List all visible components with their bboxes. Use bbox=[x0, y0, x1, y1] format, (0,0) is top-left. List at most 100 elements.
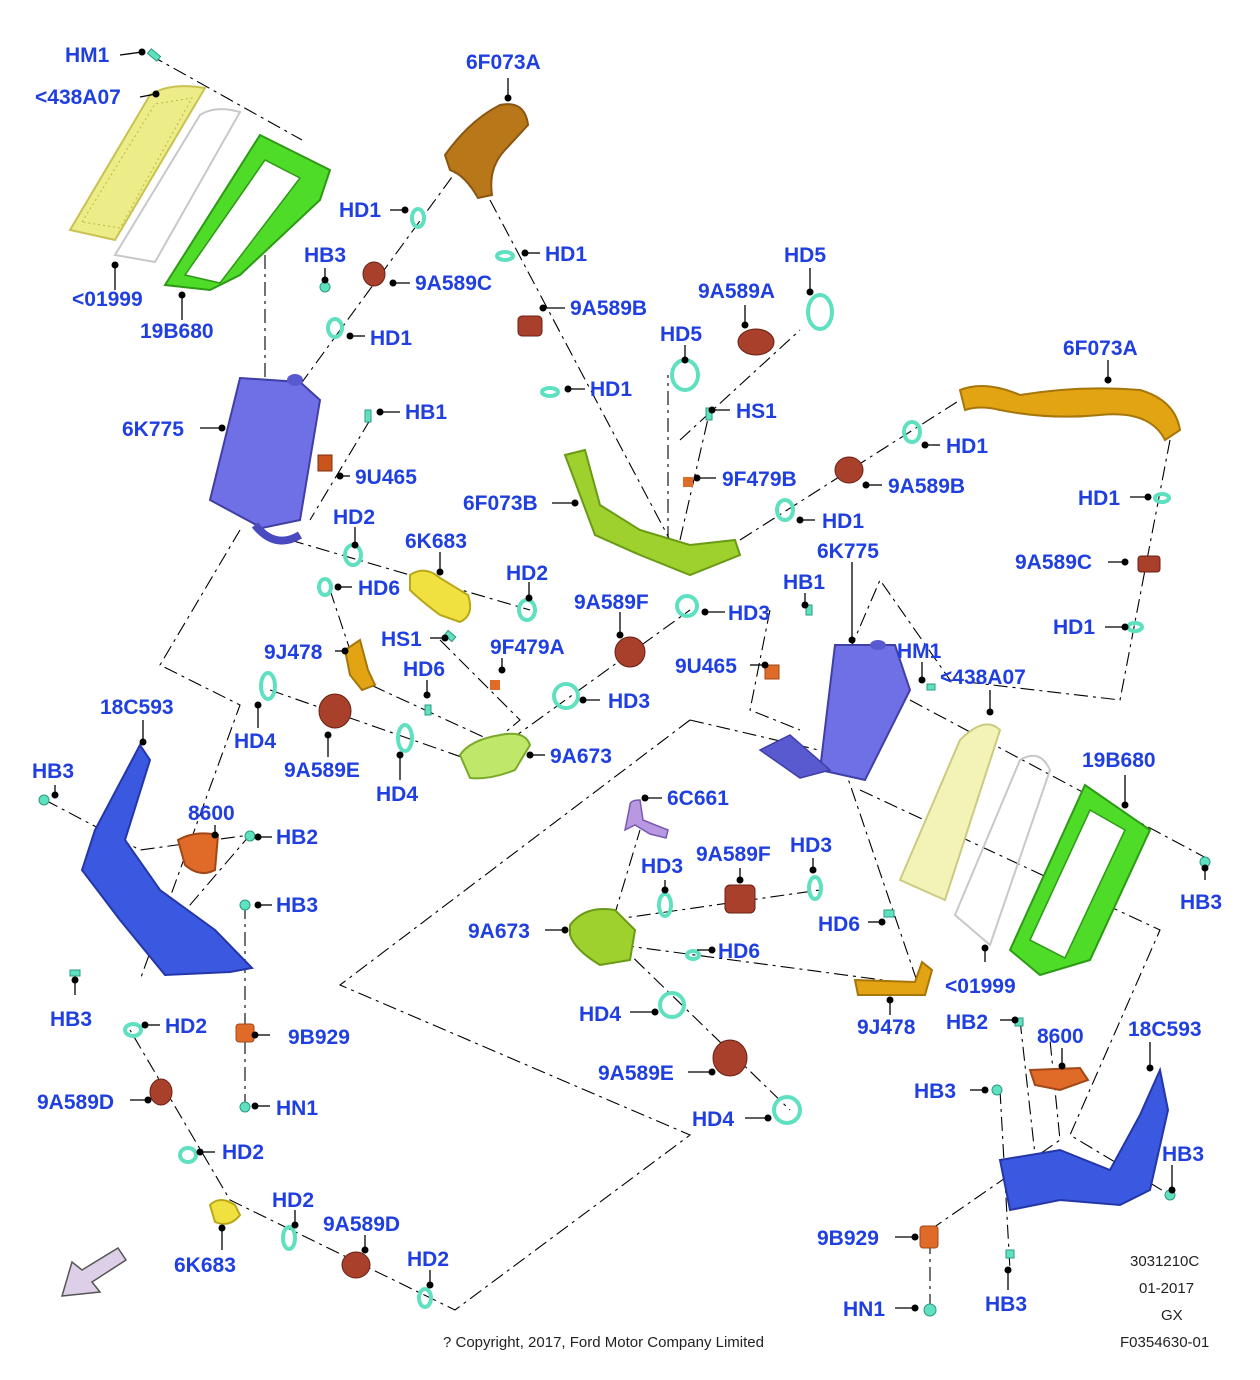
callout-hb2: HB2 bbox=[276, 826, 318, 849]
callout-9a673: 9A673 bbox=[468, 920, 530, 943]
hose-9a589a bbox=[737, 328, 775, 356]
callout-9a673: 9A673 bbox=[550, 745, 612, 768]
callout-hb3: HB3 bbox=[276, 894, 318, 917]
callout-01999: <01999 bbox=[72, 288, 143, 311]
callout-hd2: HD2 bbox=[165, 1015, 207, 1038]
callout-hs1: HS1 bbox=[381, 628, 422, 651]
callout-9j478: 9J478 bbox=[857, 1016, 916, 1039]
callout-hb3: HB3 bbox=[985, 1293, 1027, 1316]
callout-6k775: 6K775 bbox=[122, 418, 184, 441]
callout-hb3: HB3 bbox=[914, 1080, 956, 1103]
grille-panel-right bbox=[898, 723, 1002, 902]
air-deflector-18c593-left bbox=[80, 743, 255, 977]
sensor-8600-right bbox=[1028, 1066, 1090, 1092]
air-deflector-18c593-right bbox=[998, 1066, 1170, 1212]
seal-ring-left bbox=[113, 108, 242, 264]
model-code: GX bbox=[1161, 1307, 1183, 1324]
callout-hd3: HD3 bbox=[608, 690, 650, 713]
hose-clamps bbox=[123, 207, 1171, 1309]
air-tube-6f073a-right bbox=[958, 385, 1182, 442]
callout-hd5: HD5 bbox=[660, 323, 702, 346]
callout-19b680: 19B680 bbox=[140, 320, 214, 343]
leader-lines bbox=[51, 48, 1209, 1312]
hose-9a589b-left bbox=[517, 315, 543, 337]
adapter-9a673-lower bbox=[569, 908, 637, 967]
callout-438a07: <438A07 bbox=[940, 666, 1026, 689]
callout-hd3: HD3 bbox=[790, 834, 832, 857]
callout-6k683: 6K683 bbox=[405, 530, 467, 553]
callout-9a589c: 9A589C bbox=[415, 272, 492, 295]
callout-9u465: 9U465 bbox=[355, 466, 417, 489]
callout-6f073a: 6F073A bbox=[466, 51, 541, 74]
callout-hd4: HD4 bbox=[579, 1003, 621, 1026]
callout-hb3: HB3 bbox=[1180, 891, 1222, 914]
callout-9a589f: 9A589F bbox=[696, 843, 771, 866]
callout-hd4: HD4 bbox=[234, 730, 276, 753]
hose-9a589f-lower bbox=[724, 884, 756, 914]
callout-hd1: HD1 bbox=[545, 243, 587, 266]
callout-9j478: 9J478 bbox=[264, 641, 323, 664]
hose-9a589c-right bbox=[1137, 555, 1161, 573]
hose-9j478-upper bbox=[343, 638, 377, 692]
sensor-6c661 bbox=[623, 799, 669, 839]
callout-hd1: HD1 bbox=[590, 378, 632, 401]
air-tube-6f073a-top bbox=[443, 103, 530, 200]
parts bbox=[38, 48, 1211, 1317]
valve-9b929-left bbox=[235, 1023, 255, 1043]
callout-6f073b: 6F073B bbox=[463, 492, 538, 515]
callout-hd6: HD6 bbox=[358, 577, 400, 600]
seal-ring-right bbox=[953, 754, 1052, 947]
charge-air-cooler-6k775-right bbox=[758, 640, 912, 782]
callout-hd2: HD2 bbox=[506, 562, 548, 585]
callout-8600: 8600 bbox=[188, 802, 235, 825]
callout-6c661: 6C661 bbox=[667, 787, 729, 810]
callout-hb1: HB1 bbox=[783, 571, 825, 594]
callout-hd1: HD1 bbox=[946, 435, 988, 458]
callout-labels: HM1 <438A07 <01999 19B680 6F073A HD1 HB3… bbox=[32, 44, 1222, 1321]
callout-hd4: HD4 bbox=[376, 783, 418, 806]
small-fasteners bbox=[38, 48, 1211, 1317]
callout-hb3: HB3 bbox=[50, 1008, 92, 1031]
callout-9a589a: 9A589A bbox=[698, 280, 775, 303]
sensor-8600-left bbox=[176, 832, 220, 875]
callout-hd1: HD1 bbox=[370, 327, 412, 350]
callout-9a589e: 9A589E bbox=[284, 759, 360, 782]
bracket-19b680-left bbox=[163, 133, 332, 292]
callout-438a07: <438A07 bbox=[35, 86, 121, 109]
adapter-9a673-upper bbox=[458, 732, 532, 780]
charge-air-cooler-6k775-left bbox=[208, 374, 322, 545]
callout-hd3: HD3 bbox=[728, 602, 770, 625]
adapter-6k683-upper bbox=[409, 569, 472, 624]
callout-9a589f: 9A589F bbox=[574, 591, 649, 614]
callout-hd2: HD2 bbox=[272, 1189, 314, 1212]
valve-9b929-right bbox=[919, 1225, 939, 1249]
air-tube-6f073b bbox=[563, 448, 742, 577]
callout-9b929: 9B929 bbox=[817, 1227, 879, 1250]
callout-hb2: HB2 bbox=[946, 1011, 988, 1034]
callout-6k683: 6K683 bbox=[174, 1254, 236, 1277]
hose-9a589e-upper bbox=[318, 693, 352, 729]
hose-9a589f-upper bbox=[614, 636, 646, 668]
callout-18c593: 18C593 bbox=[1128, 1018, 1202, 1041]
hose-9a589d-lower bbox=[341, 1251, 371, 1279]
callout-9f479a: 9F479A bbox=[490, 636, 565, 659]
callout-9a589c: 9A589C bbox=[1015, 551, 1092, 574]
callout-hn1: HN1 bbox=[843, 1298, 885, 1321]
callout-6k775: 6K775 bbox=[817, 540, 879, 563]
callout-hn1: HN1 bbox=[276, 1097, 318, 1120]
callout-hd1: HD1 bbox=[1053, 616, 1095, 639]
copyright-notice: ? Copyright, 2017, Ford Motor Company Li… bbox=[443, 1334, 764, 1351]
hose-9j478-lower bbox=[853, 960, 934, 996]
reference-number: 3031210C bbox=[1130, 1253, 1199, 1270]
callout-9a589d: 9A589D bbox=[37, 1091, 114, 1114]
callout-hd6: HD6 bbox=[403, 658, 445, 681]
callout-18c593: 18C593 bbox=[100, 696, 174, 719]
callout-9a589d: 9A589D bbox=[323, 1213, 400, 1236]
callout-hd2: HD2 bbox=[222, 1141, 264, 1164]
sensor-9u465-left bbox=[317, 454, 333, 472]
callout-hs1: HS1 bbox=[736, 400, 777, 423]
adapter-6k683-lower bbox=[208, 1199, 242, 1225]
callout-hd4: HD4 bbox=[692, 1108, 734, 1131]
hose-9a589e-lower bbox=[712, 1039, 748, 1077]
